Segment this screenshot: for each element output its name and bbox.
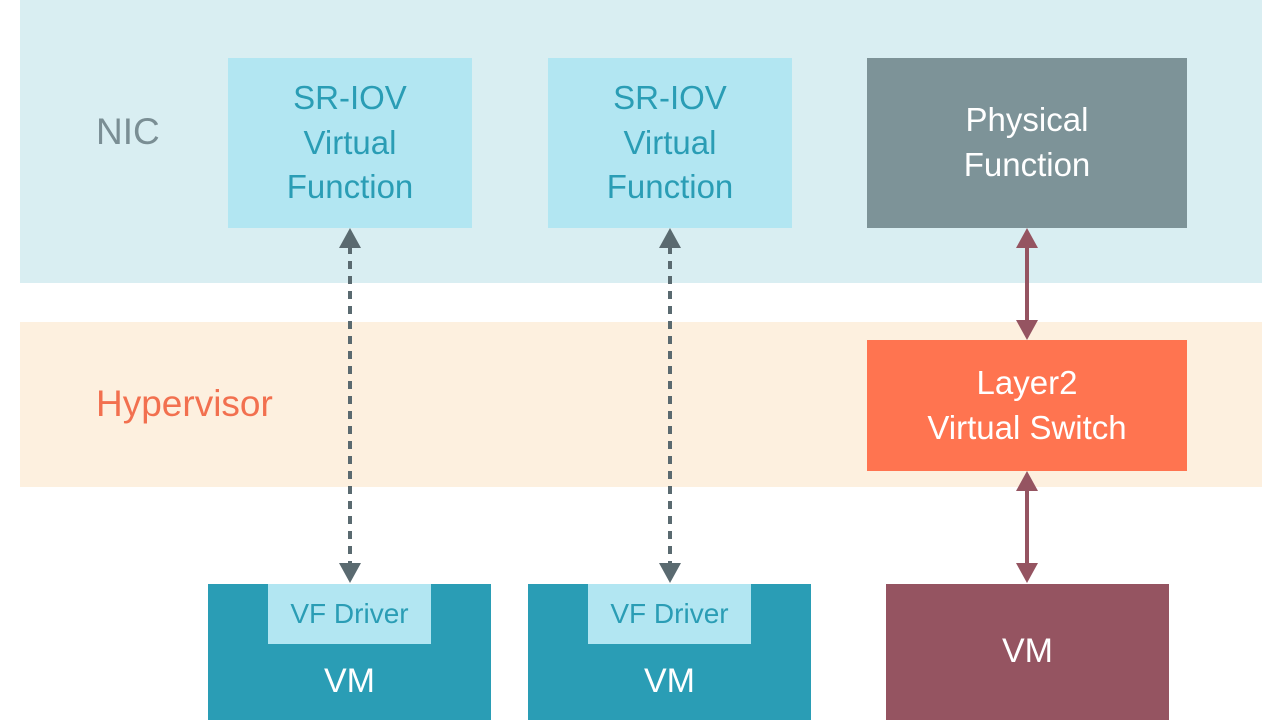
vm-box-3: VM: [886, 584, 1169, 720]
sriov-virtual-function-box-1: SR-IOV Virtual Function: [228, 58, 472, 228]
layer2-virtual-switch-box: Layer2 Virtual Switch: [867, 340, 1187, 471]
physical-function-box: Physical Function: [867, 58, 1187, 228]
vf-driver-2: VF Driver: [588, 584, 751, 644]
nic-layer-label: NIC: [96, 111, 160, 152]
physical-function-label: Physical Function: [963, 101, 1091, 183]
solid-arrow-switch-vm3: [1016, 471, 1038, 583]
vm-box-1: VF Driver VM: [208, 584, 491, 720]
sriov-virtual-function-box-2: SR-IOV Virtual Function: [548, 58, 792, 228]
vm-label-1: VM: [324, 662, 375, 700]
vf-driver-1: VF Driver: [268, 584, 431, 644]
layer2-virtual-switch-label: Layer2 Virtual Switch: [927, 363, 1127, 446]
hypervisor-layer-label: Hypervisor: [96, 383, 273, 424]
sriov-virtual-function-label-1: SR-IOV Virtual Function: [286, 78, 414, 206]
vm-box-2: VF Driver VM: [528, 584, 811, 720]
sriov-virtual-function-label-2: SR-IOV Virtual Function: [606, 78, 734, 206]
vm-label-3: VM: [1002, 632, 1053, 670]
vm-label-2: VM: [644, 662, 695, 700]
